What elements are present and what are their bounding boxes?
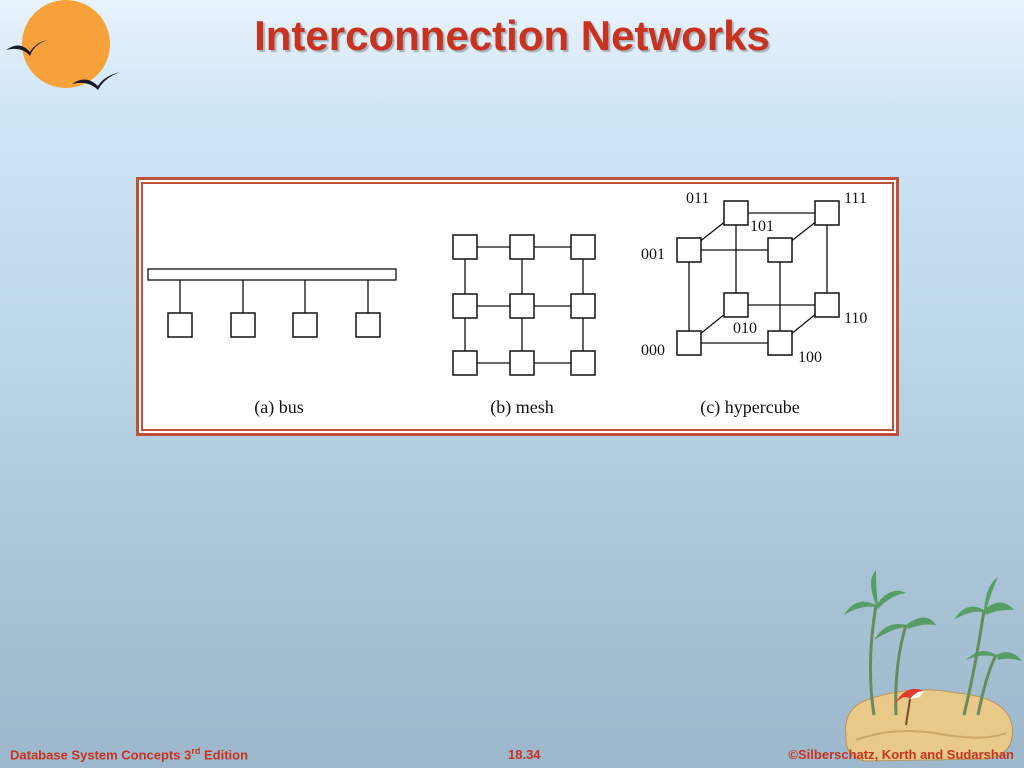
network-diagram: (a) bus (b) mesh <box>147 190 867 418</box>
bus-line <box>147 268 397 281</box>
caption-hypercube: (c) hypercube <box>700 397 799 418</box>
caption-mesh: (b) mesh <box>490 397 553 418</box>
bus-node <box>167 312 193 338</box>
hypercube-node-000 <box>676 330 702 356</box>
mesh-node <box>509 234 535 260</box>
label-100: 100 <box>798 349 822 366</box>
figure-frame: (a) bus (b) mesh <box>136 177 899 436</box>
slide-title: Interconnection Networks <box>254 12 770 59</box>
hypercube-node-010 <box>723 292 749 318</box>
label-111: 111 <box>844 190 867 207</box>
hypercube-node-111 <box>814 200 840 226</box>
label-101: 101 <box>750 218 774 235</box>
bus-node <box>355 312 381 338</box>
mesh-diagram: (b) mesh <box>452 234 596 418</box>
mesh-node <box>570 234 596 260</box>
hypercube-node-011 <box>723 200 749 226</box>
sun-birds-logo-icon <box>6 0 120 90</box>
label-010: 010 <box>733 320 757 337</box>
hypercube-node-101 <box>767 237 793 263</box>
label-001: 001 <box>641 246 665 263</box>
bus-node <box>230 312 256 338</box>
palm-island-icon <box>844 570 1022 762</box>
label-000: 000 <box>641 342 665 359</box>
hypercube-node-110 <box>814 292 840 318</box>
mesh-node <box>570 350 596 376</box>
mesh-node <box>452 293 478 319</box>
mesh-node <box>509 350 535 376</box>
mesh-node <box>509 293 535 319</box>
label-110: 110 <box>844 310 867 327</box>
caption-bus: (a) bus <box>254 397 303 418</box>
label-011: 011 <box>686 190 709 207</box>
footer-slide-number: 18.34 <box>508 747 541 762</box>
hypercube-node-100 <box>767 330 793 356</box>
mesh-node <box>452 234 478 260</box>
hypercube-diagram: 011 111 101 001 110 010 000 100 (c) hype… <box>641 190 867 418</box>
footer-copyright: ©Silberschatz, Korth and Sudarshan <box>788 747 1014 762</box>
bus-diagram: (a) bus <box>147 268 397 418</box>
mesh-node <box>570 293 596 319</box>
mesh-node <box>452 350 478 376</box>
bus-node <box>292 312 318 338</box>
hypercube-node-001 <box>676 237 702 263</box>
footer-book-title: Database System Concepts 3rd Edition <box>10 745 249 762</box>
